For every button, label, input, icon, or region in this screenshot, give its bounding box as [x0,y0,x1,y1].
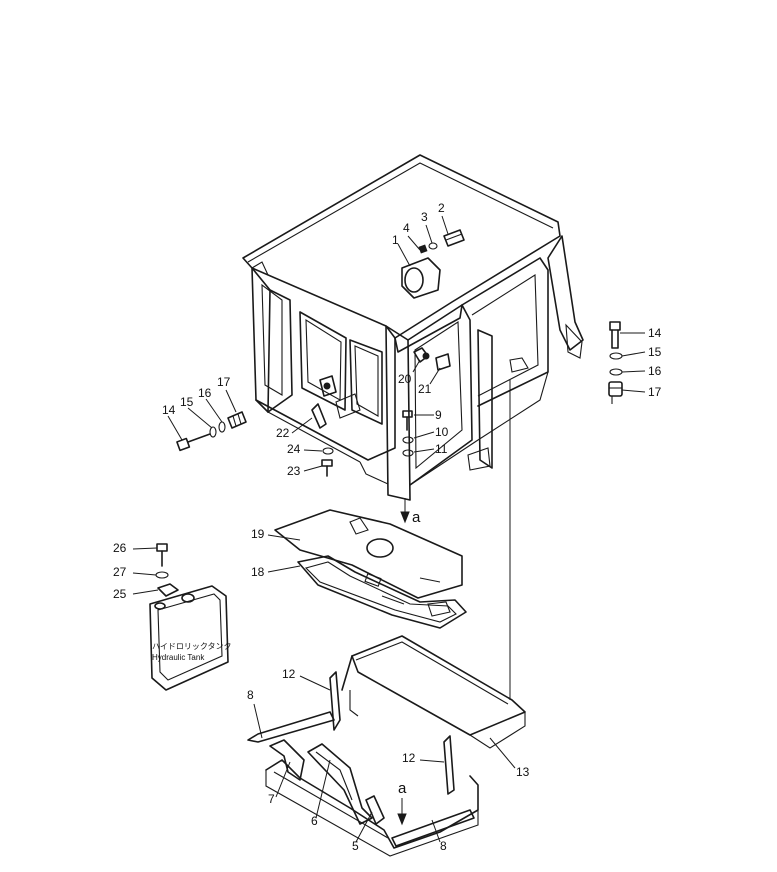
callout-c20: 20 [398,372,412,386]
lamp-assembly [401,229,465,299]
callout-c14a: 14 [648,326,662,340]
callout-c14b: 14 [162,403,176,417]
callout-c17a: 17 [648,385,662,399]
callout-c26: 26 [113,541,127,555]
bracket-parts [311,375,337,477]
callout-c2: 2 [438,201,445,215]
callout-c15b: 15 [180,395,194,409]
callout-c3: 3 [421,210,428,224]
callout-c17b: 17 [217,375,231,389]
callout-c24: 24 [287,442,301,456]
floor-frame-13 [341,635,526,749]
tank-label-japanese: ハイドロリックタンク [152,642,232,651]
callout-c25: 25 [113,587,127,601]
callout-c5: 5 [352,839,359,853]
callout-c9: 9 [435,408,442,422]
bolt-set-right [608,321,623,404]
callout-c10: 10 [435,425,449,439]
callout-c12b: 12 [402,751,416,765]
callout-c27: 27 [113,565,127,579]
callout-c12a: 12 [282,667,296,681]
callout-c8b: 8 [440,839,447,853]
callout-c18: 18 [251,565,265,579]
callout-c1: 1 [392,233,399,247]
callout-c13: 13 [516,765,530,779]
callout-c15a: 15 [648,345,662,359]
callout-c8a: 8 [247,688,254,702]
leader-lines [132,215,646,843]
callout-c16b: 16 [198,386,212,400]
callout-c7: 7 [268,792,275,806]
callout-ca1: a [412,509,421,526]
arrow-a-top [400,498,410,524]
tank-label-english: Hydraulic Tank [152,653,205,662]
hydraulic-tank [149,585,229,691]
callout-ca2: a [398,780,407,797]
callout-c16a: 16 [648,364,662,378]
callout-c6: 6 [311,814,318,828]
underframe [247,671,479,857]
callout-c23: 23 [287,464,301,478]
callout-c4: 4 [403,221,410,235]
door-lock-parts [413,347,451,371]
callout-c22: 22 [276,426,290,440]
bolt-set-center [402,410,414,457]
floor-mat-19 [274,509,463,599]
tank-bolts [155,543,179,597]
callout-c19: 19 [251,527,265,541]
floor-mat-18 [297,555,467,629]
cab-assembly [242,154,584,501]
arrow-a-bottom [397,798,407,826]
callout-c21: 21 [418,382,432,396]
callout-c11: 11 [435,442,448,456]
bolt-set-left [176,411,247,452]
